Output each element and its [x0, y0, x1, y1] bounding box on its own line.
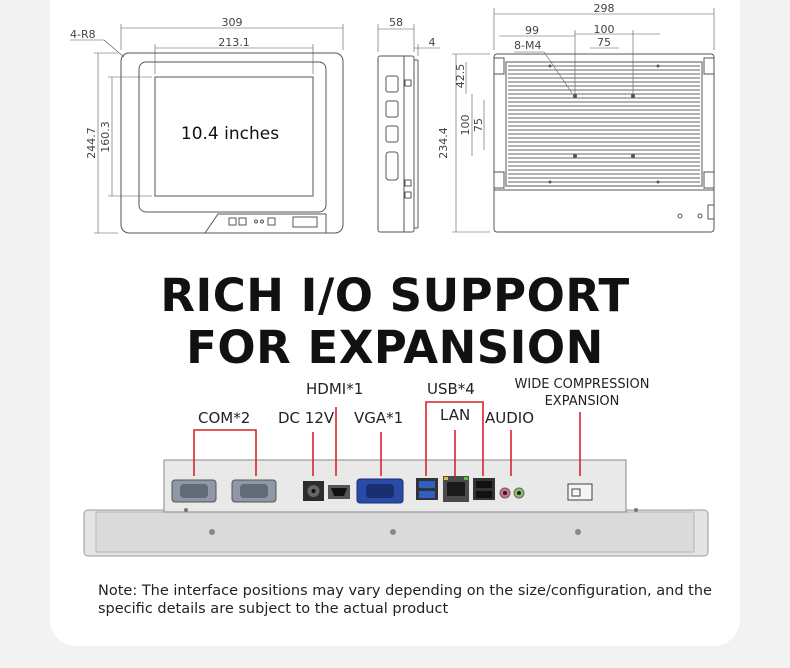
dim-top-offset: 42.5 [454, 64, 467, 89]
dim-front-width: 309 [222, 16, 243, 29]
com-port-1 [171, 479, 217, 503]
front-view [70, 24, 344, 234]
rear-mount-holes [548, 64, 660, 184]
dim-hole-spacing-100: 100 [594, 23, 615, 36]
label-usb: USB*4 [427, 380, 475, 398]
dim-screen-width: 213.1 [218, 36, 250, 49]
usb-ports-left [416, 478, 438, 500]
rear-view [452, 8, 715, 233]
label-audio: AUDIO [485, 409, 535, 427]
label-hdmi: HDMI*1 [306, 380, 364, 398]
dim-corner-radius: 4-R8 [70, 28, 96, 41]
dc-12v-jack [303, 481, 324, 501]
hdmi-port [328, 485, 350, 499]
label-wide-line-1: WIDE COMPRESSION [514, 377, 650, 392]
label-vga: VGA*1 [354, 409, 404, 427]
dim-front-height: 244.7 [85, 127, 98, 159]
dim-screen-height: 160.3 [99, 121, 112, 153]
wide-voltage-terminal [567, 483, 593, 501]
dim-rear-width: 298 [594, 2, 615, 15]
label-com: COM*2 [198, 409, 251, 427]
label-dc: DC 12V [278, 409, 335, 427]
label-lan: LAN [440, 406, 471, 424]
headline: RICH I/O SUPPORT FOR EXPANSION [0, 270, 790, 374]
io-panel [83, 459, 709, 557]
headline-line-1: RICH I/O SUPPORT [160, 269, 630, 322]
label-wide-line-2: EXPANSION [544, 394, 620, 409]
usb-ports-right [473, 478, 495, 500]
footnote: Note: The interface positions may vary d… [98, 583, 712, 617]
screen-size-label: 10.4 inches [180, 124, 280, 144]
lan-port [443, 476, 469, 502]
headline-line-2: FOR EXPANSION [186, 321, 604, 374]
dim-depth: 58 [389, 16, 403, 29]
dim-vertical-100: 100 [459, 115, 472, 136]
dim-vertical-75: 75 [472, 118, 485, 132]
vga-port [356, 478, 404, 504]
io-callout-lines [193, 401, 581, 476]
dim-rear-height: 234.4 [437, 127, 450, 159]
audio-jacks [499, 487, 525, 499]
dim-hole-spacing-75: 75 [597, 36, 611, 49]
com-port-2 [231, 479, 277, 503]
label-wide-compression: WIDE COMPRESSION EXPANSION [514, 376, 650, 410]
dim-bezel: 4 [429, 36, 436, 49]
side-view [377, 24, 440, 233]
dim-mount-holes: 8-M4 [514, 39, 541, 52]
rear-heatsink-fins [508, 65, 700, 183]
dim-hole-offset: 99 [525, 24, 539, 37]
